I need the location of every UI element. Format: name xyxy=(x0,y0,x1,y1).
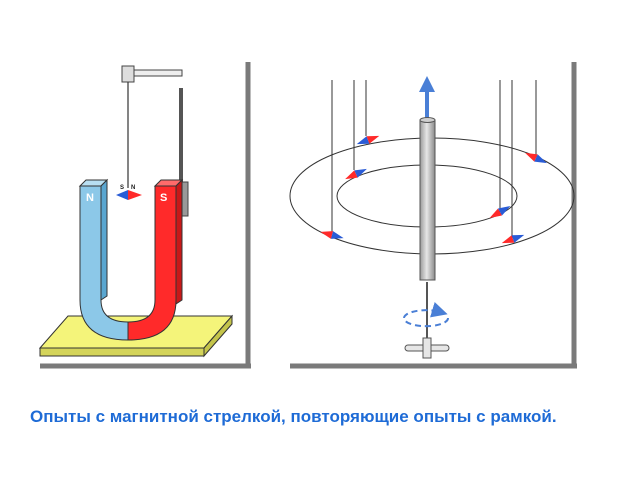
magnet-north-side xyxy=(100,178,108,301)
magnet-south-arm xyxy=(127,185,177,341)
needle-right-letter: N xyxy=(131,185,135,191)
base-plate-edge xyxy=(203,314,233,358)
rotate-arrow-icon xyxy=(403,302,450,328)
right-panel xyxy=(289,62,577,369)
ring-needle-1 xyxy=(356,135,380,145)
top-bracket xyxy=(121,65,135,83)
ring-needle-3 xyxy=(320,231,344,239)
current-arrow-head xyxy=(419,76,435,92)
top-bracket-arm xyxy=(133,69,183,77)
figure-caption: Опыты с магнитной стрелкой, повторяющие … xyxy=(30,407,557,426)
experiment-figure: N S S N xyxy=(38,62,577,369)
needle-left-letter: S xyxy=(120,185,124,191)
magnet-north-label: N xyxy=(86,192,94,204)
pin-handle-stem xyxy=(422,337,432,359)
ring-needle-4 xyxy=(525,152,547,164)
ring-needle-2 xyxy=(345,168,367,180)
conductor-rod xyxy=(419,119,436,281)
needle-north-half xyxy=(128,190,142,200)
base-plate-side xyxy=(39,347,205,357)
magnet-south-side xyxy=(175,178,183,305)
magnet-south-label: S xyxy=(160,192,167,204)
stand-pole xyxy=(179,88,183,198)
conductor-rod-top xyxy=(419,117,436,123)
ring-needle-5 xyxy=(489,206,511,218)
left-panel: N S S N xyxy=(38,62,251,369)
suspended-needle: S N xyxy=(116,185,142,200)
ring-needle-6 xyxy=(501,234,525,244)
needle-south-half xyxy=(116,190,128,200)
